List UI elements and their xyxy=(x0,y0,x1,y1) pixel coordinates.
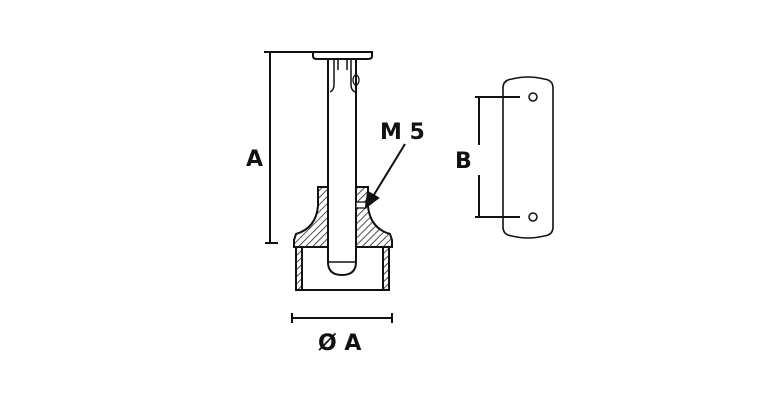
label-a: A xyxy=(246,147,263,172)
socket-wall-right xyxy=(382,246,390,291)
dimension-diameter xyxy=(291,313,393,323)
socket-wall-left xyxy=(295,246,303,291)
hole-top xyxy=(528,92,538,102)
tube-slot xyxy=(329,60,356,93)
thread-arrow xyxy=(364,143,406,210)
label-m5: M 5 xyxy=(380,120,425,145)
top-plate xyxy=(312,51,373,60)
label-diameter-a: Ø A xyxy=(318,331,361,356)
dimension-b xyxy=(475,96,520,218)
mounting-plate xyxy=(502,76,554,239)
hole-bottom xyxy=(528,212,538,222)
tube xyxy=(327,58,357,277)
dimension-a xyxy=(264,51,314,244)
label-b: B xyxy=(455,149,472,174)
